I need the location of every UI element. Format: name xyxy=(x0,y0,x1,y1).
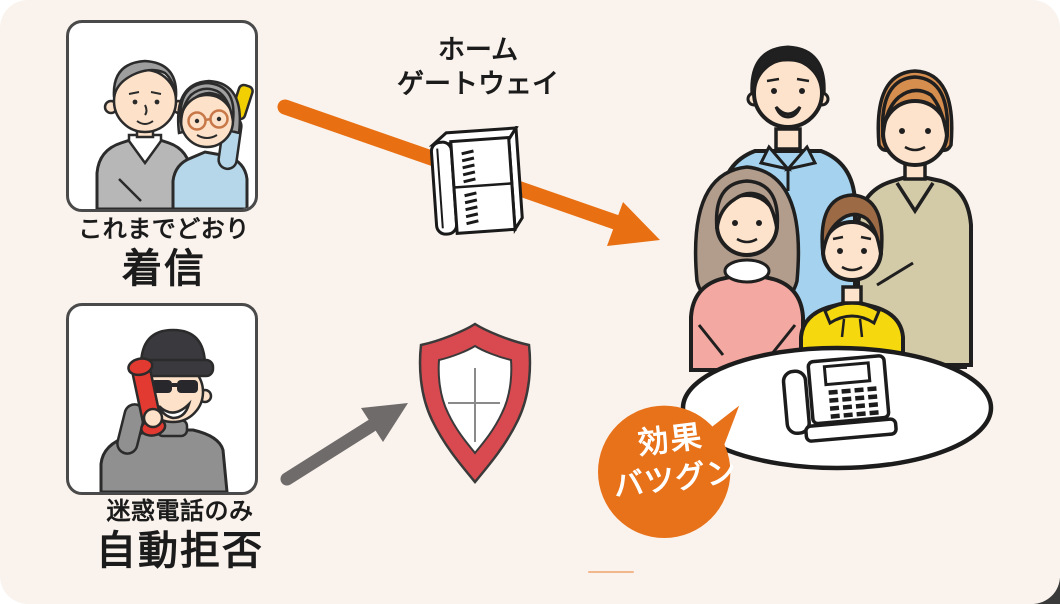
caller-label: これまでどおり 着信 xyxy=(44,214,284,293)
caller-label-line2: 着信 xyxy=(122,246,206,292)
home-gateway-icon xyxy=(428,126,524,236)
decorative-line xyxy=(588,571,634,573)
elderly-couple-illustration xyxy=(95,59,254,209)
family-illustration xyxy=(680,45,994,471)
gateway-label: ホーム ゲートウェイ xyxy=(368,34,588,102)
landline-phone-icon xyxy=(781,354,898,443)
reject-label: 迷惑電話のみ 自動拒否 xyxy=(60,496,300,575)
shield-icon xyxy=(418,322,532,484)
effect-badge xyxy=(598,405,740,538)
scammer-box xyxy=(66,303,258,495)
scammer-illustration xyxy=(99,328,229,492)
blocked-call-arrow xyxy=(280,403,408,486)
reject-label-line2: 自動拒否 xyxy=(96,528,264,574)
gateway-label-line1: ホーム xyxy=(437,35,519,66)
reject-label-line1: 迷惑電話のみ xyxy=(106,497,254,525)
gateway-label-line2: ゲートウェイ xyxy=(397,69,559,100)
elderly-couple-box xyxy=(66,20,258,212)
daughter-figure xyxy=(689,165,805,372)
caller-label-line1: これまでどおり xyxy=(78,215,250,243)
